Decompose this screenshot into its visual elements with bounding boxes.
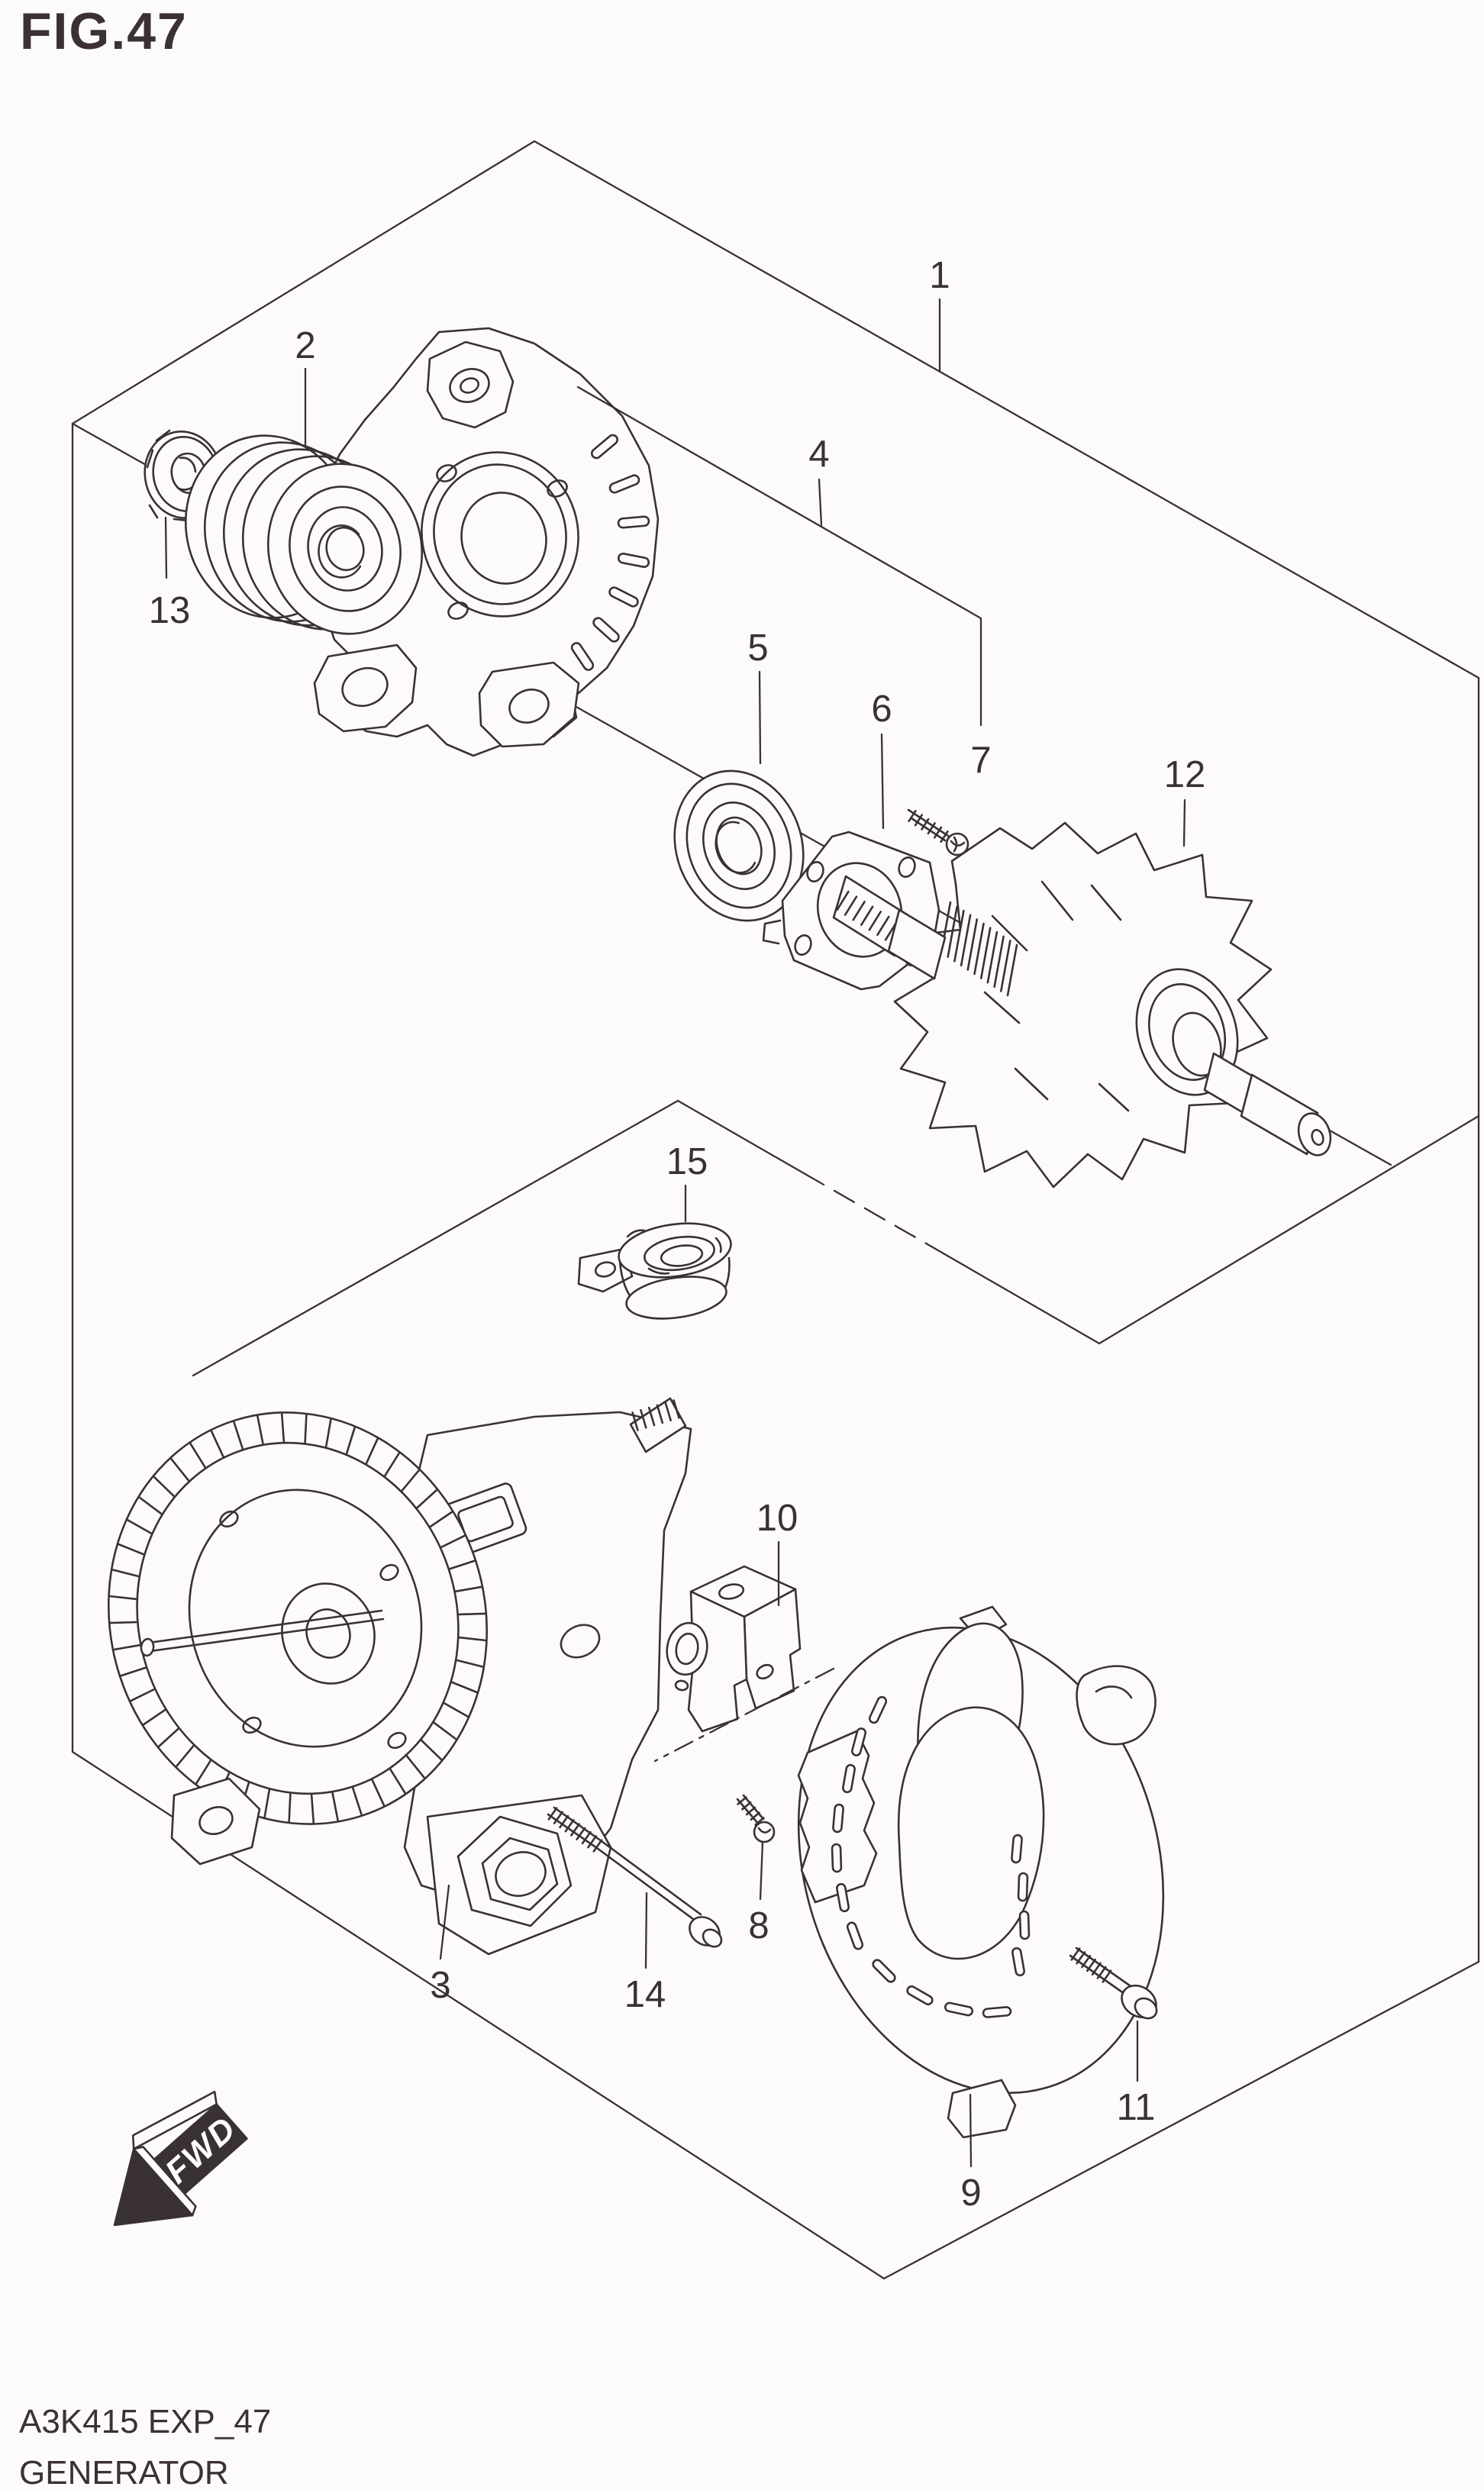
callout-7-label: 7 [970,740,991,781]
figure-name: GENERATOR [19,2453,229,2490]
part-regulator-screw [736,1794,776,1843]
callout-12-label: 12 [1164,754,1206,795]
callout-1-label: 1 [929,255,950,296]
callout-9-label: 9 [960,2172,981,2214]
callout-5-label: 5 [747,627,768,669]
part-rear-bearing [577,1222,732,1320]
part-through-bolt [547,1806,723,1948]
callout-10-label: 10 [757,1498,798,1539]
figure-code: A3K415 EXP_47 [19,2403,272,2440]
callout-14-leader [644,1892,648,1969]
callout-8-leader [759,1840,764,1901]
installation-centerline [653,1667,835,1763]
callout-12-leader [1182,798,1186,847]
callout-4-bracket [576,385,982,727]
fwd-marker: FWD [113,2090,248,2227]
callout-4-leader [818,478,823,527]
callout-2-label: 2 [295,325,315,366]
callout-13-label: 13 [149,590,191,631]
part-stator-assembly [107,1397,692,1956]
part-regulator [653,1565,835,1763]
callout-3-label: 3 [430,1965,450,2006]
callout-4-label: 4 [808,434,829,475]
part-rotor [832,821,1332,1189]
part-front-bearing [673,769,805,922]
part-cover-bolt [1069,1947,1158,2020]
part-rear-cover [797,1605,1165,2139]
part-pulley [184,434,424,635]
part-drive-end-frame [311,327,660,757]
callout-6-leader [880,733,885,830]
callout-11-label: 11 [1117,2087,1156,2128]
callout-15-label: 15 [666,1141,708,1182]
callout-14-label: 14 [624,1974,666,2015]
callout-9-leader [969,2093,973,2168]
part-retainer-screw [907,808,969,856]
perspective-box [71,140,1480,2280]
callout-3-leader [439,1884,450,1960]
callout-6-label: 6 [871,689,892,730]
callout-8-label: 8 [748,1905,769,1947]
footer: A3K415 EXP_47 GENERATOR [19,2397,271,2490]
figure-title: FIG.47 [20,2,188,60]
